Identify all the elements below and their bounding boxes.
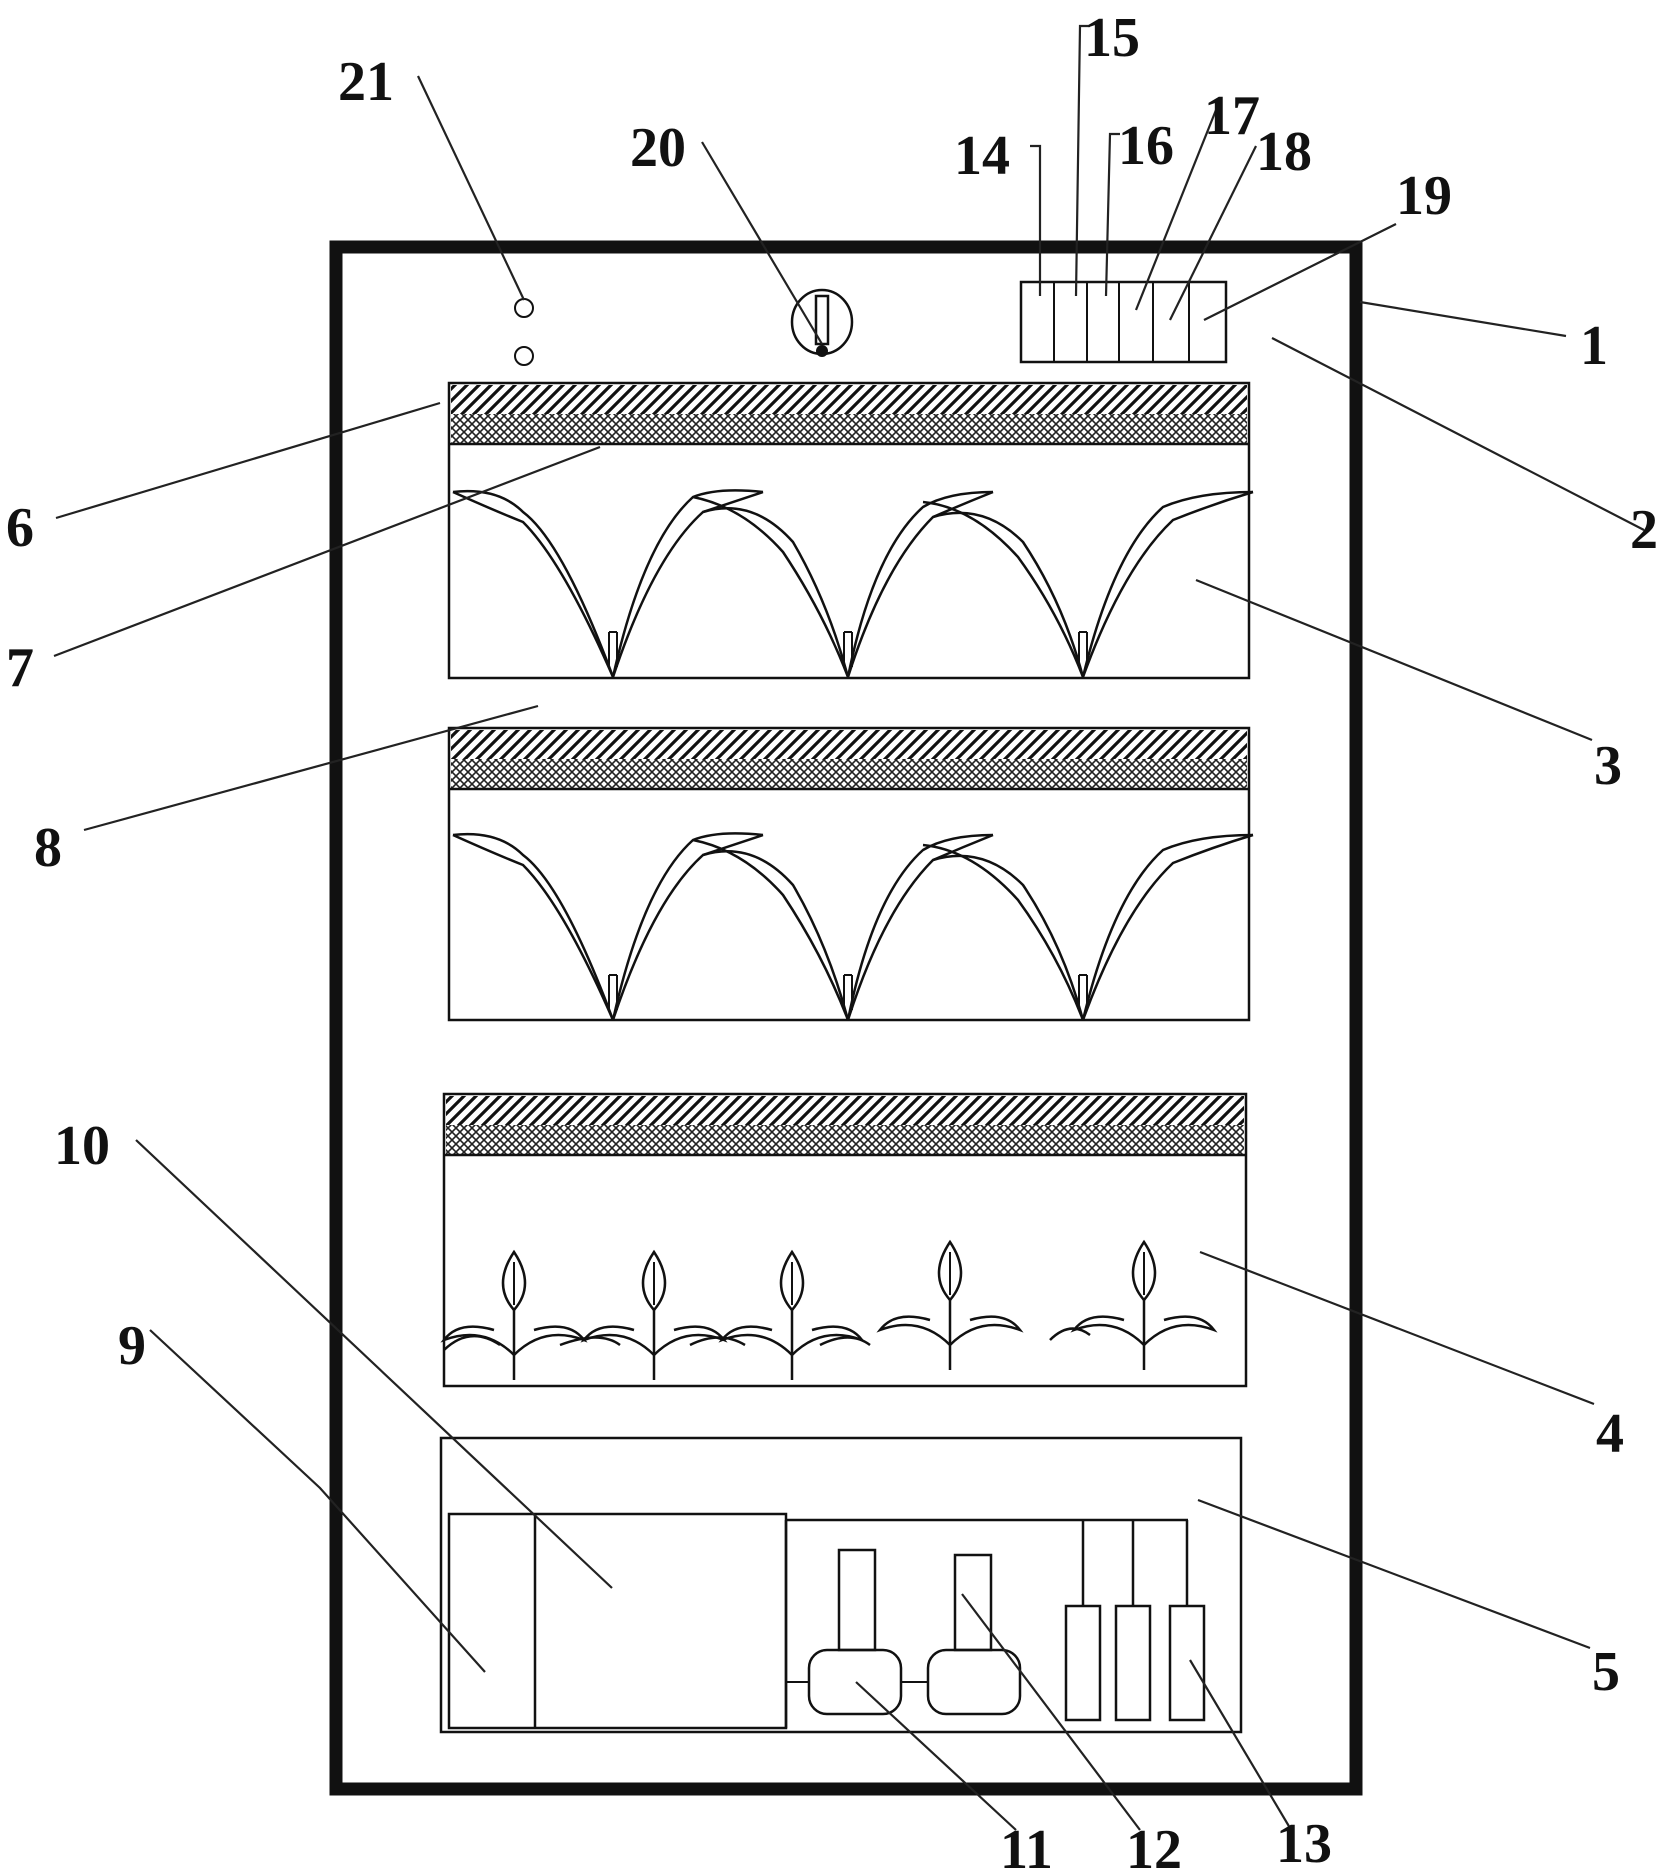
seedling-tier (444, 1094, 1246, 1386)
callout-6: 6 (6, 497, 34, 559)
callout-9: 9 (118, 1315, 146, 1377)
callout-19: 19 (1396, 165, 1452, 227)
callout-13: 13 (1276, 1813, 1332, 1871)
control-knob (792, 290, 852, 357)
growing-tier-2 (449, 728, 1253, 1020)
callout-17: 17 (1204, 85, 1260, 147)
callout-21: 21 (338, 51, 394, 113)
callout-12: 12 (1126, 1819, 1182, 1871)
callout-11: 11 (1000, 1819, 1053, 1871)
callout-10: 10 (54, 1115, 110, 1177)
callout-18: 18 (1256, 121, 1312, 183)
callout-16: 16 (1118, 115, 1174, 177)
tank-10 (449, 1514, 786, 1728)
control-panel (1021, 282, 1226, 362)
callout-15: 15 (1084, 7, 1140, 69)
callout-2: 2 (1630, 499, 1658, 561)
indicator-light-top (515, 299, 533, 317)
equipment-compartment (441, 1438, 1241, 1732)
callout-5: 5 (1592, 1641, 1620, 1703)
pump-11 (809, 1550, 901, 1714)
callout-4: 4 (1596, 1403, 1624, 1465)
callout-1: 1 (1580, 315, 1608, 377)
filter-layer-7 (451, 414, 1247, 444)
callout-3: 3 (1594, 735, 1622, 797)
lamp-layer-6 (451, 385, 1247, 414)
leader-lines (54, 26, 1644, 1830)
callout-14: 14 (954, 125, 1010, 187)
callout-20: 20 (630, 117, 686, 179)
callout-7: 7 (6, 637, 34, 699)
callout-8: 8 (34, 817, 62, 879)
growing-tier-1 (449, 383, 1253, 678)
vessel-group-13 (1066, 1520, 1204, 1720)
pump-12 (928, 1555, 1020, 1714)
indicator-light-bottom (515, 347, 533, 365)
